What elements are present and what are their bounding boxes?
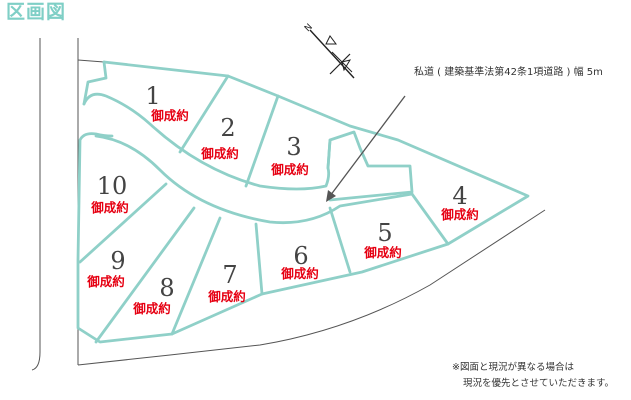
page-title: 区画図 <box>6 1 67 23</box>
lot-10: 10 御成約 <box>90 172 129 215</box>
lot-number: 4 <box>452 182 467 210</box>
compass-cross-1 <box>329 53 351 75</box>
lot-7: 7 御成約 <box>207 261 246 304</box>
lot-status: 御成約 <box>440 207 479 222</box>
road-lower-edge <box>94 134 414 224</box>
lot-status: 御成約 <box>90 200 129 215</box>
compass-arrow-icon <box>325 35 337 45</box>
divider-lot9-lot8 <box>94 206 196 344</box>
lot-3: 3 御成約 <box>270 133 309 177</box>
lot-2: 2 御成約 <box>200 114 239 161</box>
lot-5: 5 御成約 <box>363 219 402 260</box>
divider-lot3-road <box>326 138 332 170</box>
lot-number: 3 <box>286 133 301 161</box>
divider-lot6-lot5 <box>328 206 352 274</box>
lot-status: 御成約 <box>280 266 319 281</box>
lot-number: 2 <box>220 114 235 142</box>
road-arrow-line <box>329 95 406 197</box>
road-arrow-head-icon <box>326 190 336 202</box>
divider-lot5-lot4 <box>410 192 450 246</box>
top-site-edge <box>77 59 105 63</box>
road-arrow <box>326 95 406 202</box>
bottom-site-edge <box>77 209 546 366</box>
lot-number: 1 <box>145 82 160 110</box>
lot-status: 御成約 <box>86 274 125 289</box>
disclaimer-line-2: 現況を優先とさせていただきます。 <box>463 378 615 389</box>
lot-status: 御成約 <box>200 146 239 161</box>
divider-lot8-lot7 <box>170 216 222 336</box>
lot-status: 御成約 <box>150 108 189 123</box>
lot-8: 8 御成約 <box>132 274 174 316</box>
site-notch <box>82 60 108 106</box>
compass-tail-icon <box>341 59 352 72</box>
lot-status: 御成約 <box>270 162 309 177</box>
compass-north-label: N <box>303 22 315 34</box>
lot-number: 7 <box>222 261 237 289</box>
road-label: 私道 ( 建築基準法第42条1項道路 ) 幅 5m <box>414 67 603 78</box>
lot-1: 1 御成約 <box>145 82 188 123</box>
compass-needle-main <box>309 29 355 79</box>
left-road-edge-outer <box>31 38 41 371</box>
lot-status: 御成約 <box>132 301 171 316</box>
site-outline <box>76 60 530 344</box>
lot-number: 10 <box>97 172 128 200</box>
lot-labels: 1 御成約 2 御成約 3 御成約 4 御成約 5 御成約 6 御成約 <box>86 82 479 316</box>
compass: N <box>303 22 355 79</box>
lot-status: 御成約 <box>207 289 246 304</box>
lot-number: 5 <box>377 219 392 247</box>
road-upper-edge <box>82 92 414 202</box>
lot-9: 9 御成約 <box>86 247 125 289</box>
disclaimer-line-1: ※図面と現況が異なる場合は <box>452 362 574 373</box>
divider-lot1-lot2 <box>178 74 230 154</box>
lot-status: 御成約 <box>363 245 402 260</box>
lot-number: 8 <box>159 274 174 302</box>
lot-boundaries <box>76 60 530 344</box>
divider-lot2-lot3 <box>244 94 280 188</box>
lot-4: 4 御成約 <box>440 182 479 222</box>
lot-number: 6 <box>293 242 308 270</box>
lot-number: 9 <box>110 247 125 275</box>
lot-6: 6 御成約 <box>280 242 319 281</box>
divider-lot10-lot9 <box>78 182 168 264</box>
divider-lot7-lot6 <box>254 222 264 296</box>
